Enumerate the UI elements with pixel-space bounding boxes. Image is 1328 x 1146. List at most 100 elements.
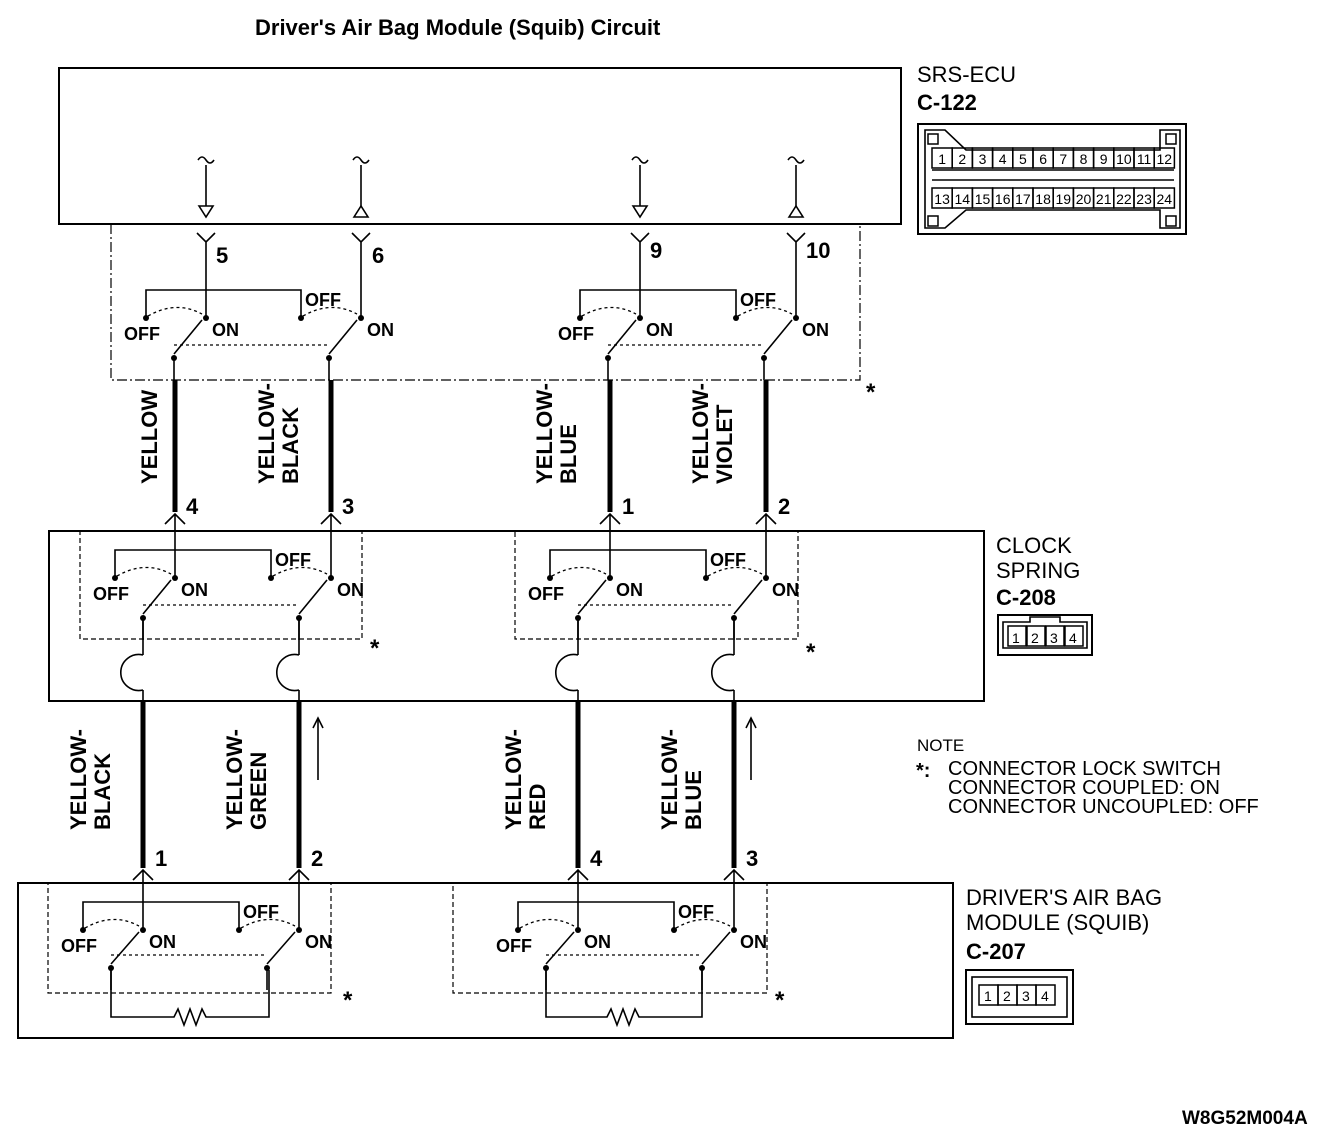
switch-off-label-right: OFF [740,290,776,310]
switch-on-label: ON [337,580,364,600]
ecu-pin-number: 14 [955,191,971,207]
ecu-pin-cell [1153,187,1176,209]
switch-off-label-left: OFF [93,584,129,604]
switch-on-label: ON [305,932,332,952]
wire-color-label: BLACK [90,753,115,830]
airbag-pin-2: 2 [1003,988,1011,1004]
ecu-pin-number: 1 [938,151,946,167]
clock-spring-label-1: CLOCK [996,533,1072,558]
srs-ecu-connector-id: C-122 [917,90,977,115]
ecu-pin-number: 6 [1039,151,1047,167]
airbag-connector-face [965,969,1074,1025]
switch-on-label: ON [772,580,799,600]
ecu-pin-number: 21 [1096,191,1112,207]
wire-color-label: YELLOW- [222,729,247,830]
note-line-2: CONNECTOR COUPLED: ON [948,777,1220,799]
ecu-pin-number: 20 [1076,191,1092,207]
ecu-pin-number: 12 [1157,151,1173,167]
wire-color-label: VIOLET [712,404,737,484]
clock-spring-lock-star-right: * [806,639,816,666]
wire-color-label: YELLOW- [657,729,682,830]
lower-harness-wires [140,701,737,868]
clock-spring-label-2: SPRING [996,558,1080,583]
clock-spring-top-terminals [164,512,777,578]
switch-on-label: ON [802,320,829,340]
figure-code: W8G52M004A [1182,1108,1308,1129]
airbag-lock-region-right [452,882,768,994]
airbag-terminal-4-label: 4 [590,846,603,871]
note-heading: NOTE [917,736,964,755]
squib-resistors [110,970,703,1028]
switch-on-label: ON [646,320,673,340]
switch-on-label: ON [616,580,643,600]
ecu-pin-number: 19 [1056,191,1072,207]
ecu-pin-number: 3 [979,151,987,167]
ecu-terminal-9-label: 9 [650,238,662,263]
switch-off-label-right: OFF [710,550,746,570]
ecu-pin-number: 10 [1116,151,1132,167]
airbag-terminal-2-label: 2 [311,846,323,871]
switch-on-label: ON [367,320,394,340]
ecu-connector-terminals [196,232,806,316]
clock-spring-lock-region-right [514,530,799,640]
switch-off-label-left: OFF [61,936,97,956]
switch-on-label: ON [740,932,767,952]
airbag-pin-1: 1 [984,988,992,1004]
ecu-pin-number: 4 [999,151,1007,167]
switch-off-label-left: OFF [558,324,594,344]
airbag-terminal-3-label: 3 [746,846,758,871]
switch-off-label-right: OFF [275,550,311,570]
airbag-module-connector-id: C-207 [966,939,1026,964]
wire-color-label: YELLOW- [254,383,279,484]
clock-spring-box [48,530,985,702]
ecu-pin-number: 13 [934,191,950,207]
clock-spring-lock-region-left [79,530,363,640]
ecu-terminal-6-label: 6 [372,243,384,268]
current-direction-arrows [312,716,757,780]
switch-off-label-right: OFF [243,902,279,922]
srs-ecu-box [58,67,902,225]
wire-color-label: BLUE [681,770,706,830]
ecu-lock-switch-region [110,224,861,381]
ecu-pin-number: 8 [1080,151,1088,167]
wire-color-label: YELLOW- [66,729,91,830]
diagram-title: Driver's Air Bag Module (Squib) Circuit [255,15,661,40]
airbag-module-label-2: MODULE (SQUIB) [966,910,1149,935]
ecu-lock-star: * [866,379,876,406]
switch-on-label: ON [584,932,611,952]
airbag-top-terminals [132,868,745,930]
clock-spring-pin-1: 1 [1012,630,1020,646]
ecu-pin-number: 7 [1059,151,1067,167]
clock-spring-connector-face [997,614,1093,656]
ecu-terminal-5-label: 5 [216,243,228,268]
switch-on-label: ON [149,932,176,952]
clock-spring-pin-3: 3 [1050,630,1058,646]
clock-spring-pin-2: 2 [1031,630,1039,646]
wire-color-label: YELLOW [137,390,162,484]
ecu-pin-number: 24 [1157,191,1173,207]
clock-spring-top-terminal-2: 2 [778,494,790,519]
switch-off-label-left: OFF [528,584,564,604]
switch-off-label-right: OFF [305,290,341,310]
switch-off-label-left: OFF [496,936,532,956]
wire-color-label: BLACK [278,407,303,484]
clock-spring-top-terminal-1: 1 [622,494,634,519]
ecu-pin-number: 2 [958,151,966,167]
ecu-pin-number: 17 [1015,191,1031,207]
airbag-lock-star-right: * [775,987,785,1014]
clock-spring-connector-id: C-208 [996,585,1056,610]
ecu-pin-number: 18 [1035,191,1051,207]
note-line-3: CONNECTOR UNCOUPLED: OFF [948,796,1259,818]
ecu-pin-number: 5 [1019,151,1027,167]
wire-color-label: RED [525,784,550,830]
airbag-lock-region-left [47,882,332,994]
ecu-terminal-group [197,156,805,219]
ecu-pin-number: 11 [1137,151,1152,167]
